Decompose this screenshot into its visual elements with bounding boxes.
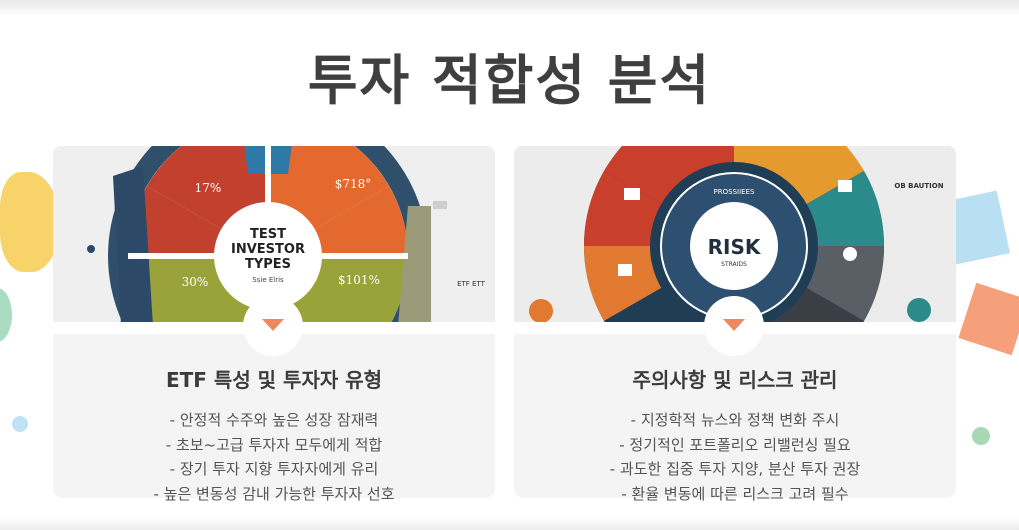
- decor-blue-dot: [12, 416, 28, 432]
- investor-types-infographic: TEST INVESTOR TYPES Ssie Elris 17% $718°…: [53, 146, 495, 322]
- ring-label: PROSSIIEES: [714, 188, 755, 196]
- card-body: ETF 특성 및 투자자 유형 - 안정적 수주와 높은 성장 잠재력 - 초보…: [53, 334, 495, 503]
- down-triangle-icon: [723, 319, 745, 331]
- down-triangle-icon: [262, 319, 284, 331]
- segment-label-red: 17%: [195, 181, 222, 195]
- investor-wheel-graphic: TEST INVESTOR TYPES Ssie Elris 17% $718°…: [53, 146, 495, 322]
- card-etf-investor-types: TEST INVESTOR TYPES Ssie Elris 17% $718°…: [53, 146, 495, 503]
- list-item: - 환율 변동에 따른 리스크 고려 필수: [621, 484, 849, 503]
- list-item: - 지정학적 뉴스와 정책 변화 주시: [630, 411, 840, 429]
- wheel-center-sub: Ssie Elris: [252, 276, 284, 284]
- wheel-center-line-2: INVESTOR: [231, 242, 305, 257]
- segment-label-orange: $718°: [335, 177, 372, 191]
- decor-green-dot: [972, 427, 990, 445]
- risk-center-title: RISK: [708, 235, 762, 259]
- card-body: 주의사항 및 리스크 관리 - 지정학적 뉴스와 정책 변화 주시 - 정기적인…: [514, 334, 956, 503]
- list-item: - 과도한 집중 투자 지양, 분산 투자 권장: [609, 460, 861, 478]
- list-item: - 높은 변동성 감내 가능한 투자자 선호: [153, 484, 395, 503]
- decor-yellow-blob: [0, 172, 60, 272]
- decor-orange-shape: [958, 282, 1019, 356]
- decor-green-blob: [0, 288, 12, 342]
- arrow-badge: [243, 296, 303, 356]
- arrow-badge: [704, 296, 764, 356]
- segment-label-olive-left: 30%: [182, 275, 209, 289]
- side-label: OB BAUTION: [894, 182, 943, 190]
- brush-stroke-top: [0, 0, 1019, 16]
- card-title: 주의사항 및 리스크 관리: [632, 368, 838, 392]
- list-item: - 장기 투자 지향 투자자에게 유리: [169, 460, 379, 478]
- card-risk-management: PROSSIIEES RISK STRAIDS OB BAUTION 주의사항 …: [514, 146, 956, 503]
- risk-infographic: PROSSIIEES RISK STRAIDS OB BAUTION: [514, 146, 956, 322]
- segment-label-olive-right: $101%: [338, 273, 380, 287]
- wheel-center-line-3: TYPES: [245, 257, 291, 272]
- side-label: ETF ETT: [457, 280, 486, 288]
- card-bullet-list: - 안정적 수주와 높은 성장 잠재력 - 초보~고급 투자자 모두에게 적합 …: [53, 408, 495, 506]
- wheel-center-line-1: TEST: [250, 227, 286, 242]
- risk-center-sub: STRAIDS: [721, 261, 747, 268]
- card-bullet-list: - 지정학적 뉴스와 정책 변화 주시 - 정기적인 포트폴리오 리밸런싱 필요…: [514, 408, 956, 506]
- card-title: ETF 특성 및 투자자 유형: [165, 368, 383, 392]
- page-title: 투자 적합성 분석: [307, 49, 712, 112]
- list-item: - 안정적 수주와 높은 성장 잠재력: [169, 411, 379, 429]
- risk-wheel-graphic: PROSSIIEES RISK STRAIDS OB BAUTION: [514, 146, 956, 322]
- list-item: - 초보~고급 투자자 모두에게 적합: [165, 435, 383, 454]
- brush-stroke-bottom: [0, 516, 1019, 530]
- list-item: - 정기적인 포트폴리오 리밸런싱 필요: [619, 435, 851, 454]
